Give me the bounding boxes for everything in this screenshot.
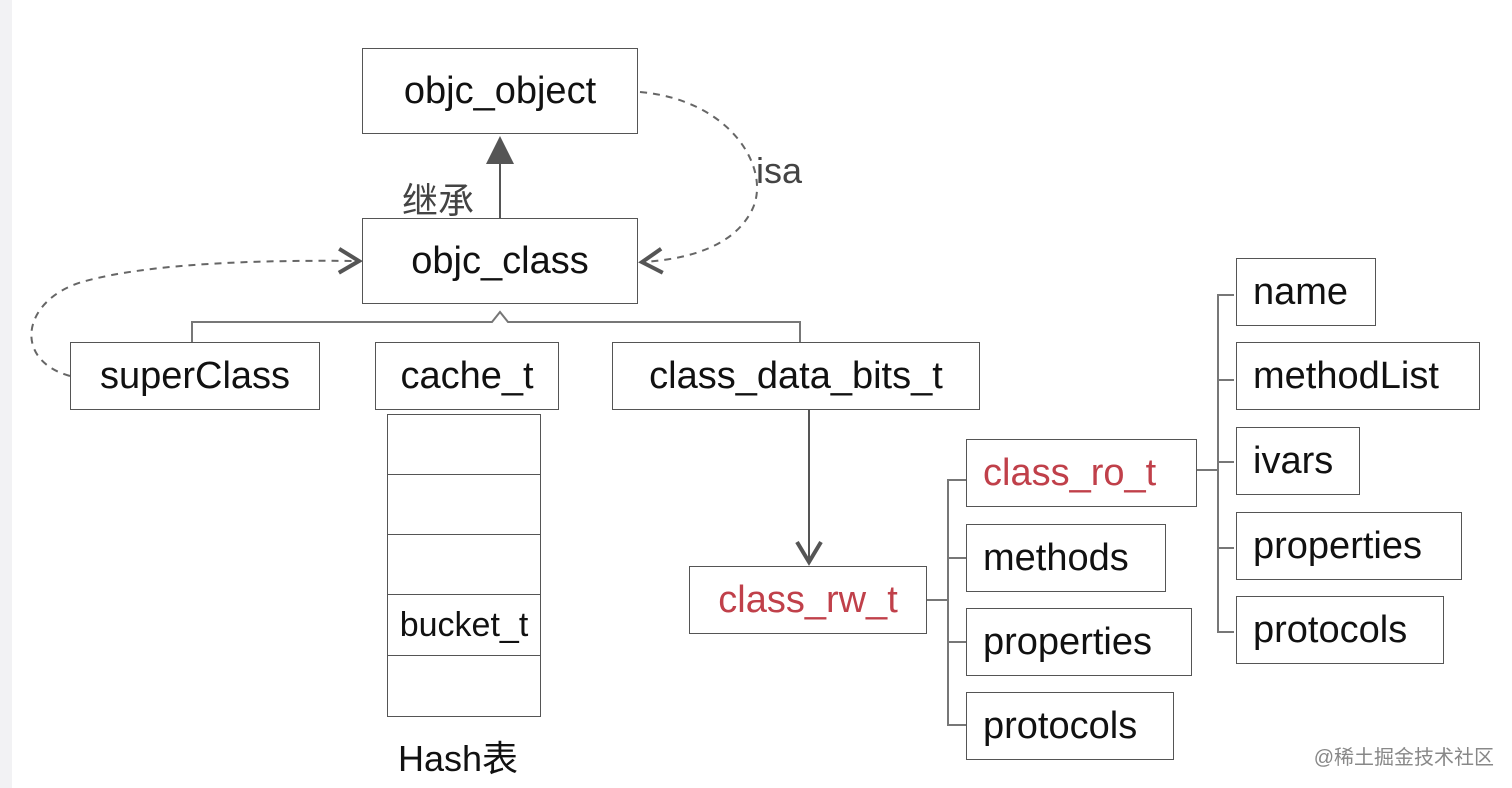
ro-ivars-node: ivars (1236, 427, 1360, 495)
bucket-t-cell: bucket_t (387, 594, 541, 656)
class-rw-t-node: class_rw_t (689, 566, 927, 634)
objc-object-node: objc_object (362, 48, 638, 134)
superclass-arrow (30, 247, 363, 377)
rw-bracket (927, 479, 966, 726)
ro-name-node: name (1236, 258, 1376, 326)
isa-arrow (638, 91, 758, 275)
connector-lines (30, 91, 1234, 726)
inherit-label: 继承 (402, 180, 475, 221)
isa-label: isa (756, 150, 803, 191)
ro-bracket (1197, 294, 1234, 633)
superclass-node: superClass (70, 342, 320, 410)
watermark: @稀土掘金技术社区 (1313, 747, 1494, 769)
class-members-brace (191, 310, 801, 342)
hash-table-label: Hash表 (398, 738, 519, 779)
hash-cell-5 (387, 655, 541, 717)
class-data-bits-t-node: class_data_bits_t (612, 342, 980, 410)
hash-cell-2 (387, 474, 541, 535)
rw-methods-node: methods (966, 524, 1166, 592)
ro-protocols-node: protocols (1236, 596, 1444, 664)
ro-properties-node: properties (1236, 512, 1462, 580)
objc-class-node: objc_class (362, 218, 638, 304)
hash-cell-3 (387, 534, 541, 595)
class-ro-t-node: class_ro_t (966, 439, 1197, 507)
cache-t-node: cache_t (375, 342, 559, 410)
rw-protocols-node: protocols (966, 692, 1174, 760)
diagram-canvas: objc_object 继承 isa objc_class superClass… (12, 0, 1512, 788)
ro-methodlist-node: methodList (1236, 342, 1480, 410)
rw-properties-node: properties (966, 608, 1192, 676)
hash-cell-1 (387, 414, 541, 475)
